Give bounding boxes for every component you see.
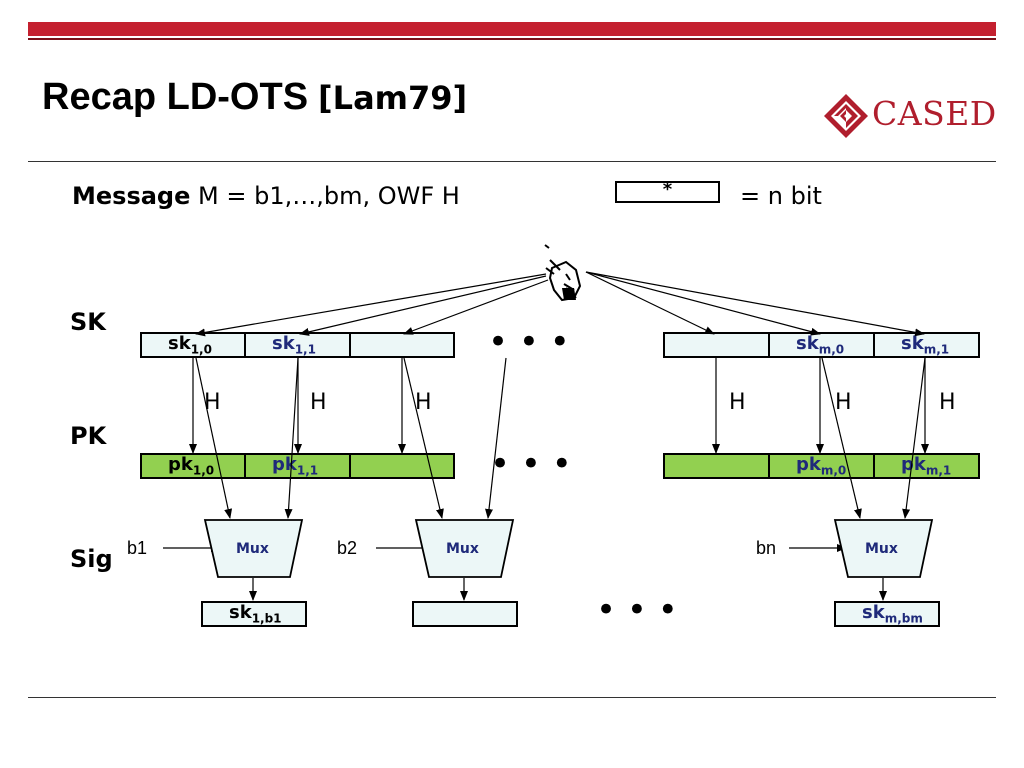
pk-cell-m-0: pkm,0: [768, 453, 875, 479]
sig-cell-empty: [412, 601, 518, 627]
pk-cell-1-0: pk1,0: [140, 453, 246, 479]
sig-cell-m-bm: skm,bm: [834, 601, 940, 627]
hash-label: H: [204, 390, 221, 415]
slide-title: Recap LD-OTS[Lam79]: [42, 76, 467, 119]
logo-wordmark: CASED: [872, 94, 997, 133]
sk-cell-m-0: skm,0: [768, 332, 875, 358]
hash-label: H: [835, 390, 852, 415]
sk-cell-1-0: sk1,0: [140, 332, 246, 358]
mux-input-arrow: [284, 357, 299, 519]
sig-ellipsis: • • •: [596, 590, 678, 630]
sk-cell-m-1: skm,1: [873, 332, 980, 358]
hash-label: H: [729, 390, 746, 415]
bit-label-b2: b2: [337, 538, 358, 558]
pk-row-label: PK: [70, 422, 107, 450]
mux-shape: [833, 519, 934, 578]
nbit-legend-box: *: [615, 181, 720, 203]
mux-input-arrow: [195, 357, 233, 519]
message-description: Message M = b1,…,bm, OWF H: [72, 182, 460, 210]
footer-divider: [28, 697, 996, 698]
hash-label: H: [415, 390, 432, 415]
mux-input-arrow: [485, 357, 507, 519]
message-text: M = b1,…,bm, OWF H: [190, 182, 460, 210]
title-text: Recap LD-OTS: [42, 76, 309, 118]
header-dark-line: [28, 38, 996, 40]
bit-label-bn: bn: [756, 538, 777, 558]
pk-cell-m-1: pkm,1: [873, 453, 980, 479]
mux-label: Mux: [865, 541, 898, 557]
sk-cell-empty: [349, 332, 455, 358]
mux-label: Mux: [446, 541, 479, 557]
hand-arrow: [585, 271, 925, 337]
sk-row-label: SK: [70, 308, 106, 336]
hand-arrow: [585, 271, 715, 335]
mux-shape: [414, 519, 515, 578]
bit-label-b1: b1: [127, 538, 148, 558]
pk-cell-1-1: pk1,1: [244, 453, 351, 479]
mux-input-arrow: [902, 357, 926, 519]
title-reference: [Lam79]: [318, 79, 468, 117]
sig-cell-1-b1: sk1,b1: [201, 601, 307, 627]
header-red-bar: [28, 22, 996, 36]
hand-arrow: [403, 279, 549, 335]
cased-logo-icon: [824, 94, 868, 138]
mux-input-arrow: [403, 357, 444, 519]
sk-cell-1-1: sk1,1: [244, 332, 351, 358]
hand-arrow: [195, 273, 547, 337]
sk-ellipsis: • • •: [488, 322, 570, 362]
pk-cell-empty: [349, 453, 455, 479]
nbit-legend-text: = n bit: [740, 182, 822, 210]
hand-arrow: [299, 275, 547, 336]
mux-label: Mux: [236, 541, 269, 557]
message-label: Message: [72, 182, 191, 210]
sig-row-label: Sig: [70, 545, 113, 573]
mux-shape: [203, 519, 304, 578]
hash-label: H: [310, 390, 327, 415]
hand-arrow: [585, 271, 821, 336]
mux-input-arrow: [821, 357, 862, 519]
title-divider: [28, 161, 996, 162]
pk-ellipsis: • • •: [490, 444, 572, 484]
hash-label: H: [939, 390, 956, 415]
sk-cell-empty: [663, 332, 770, 358]
hand-pointer-icon: [544, 244, 582, 302]
